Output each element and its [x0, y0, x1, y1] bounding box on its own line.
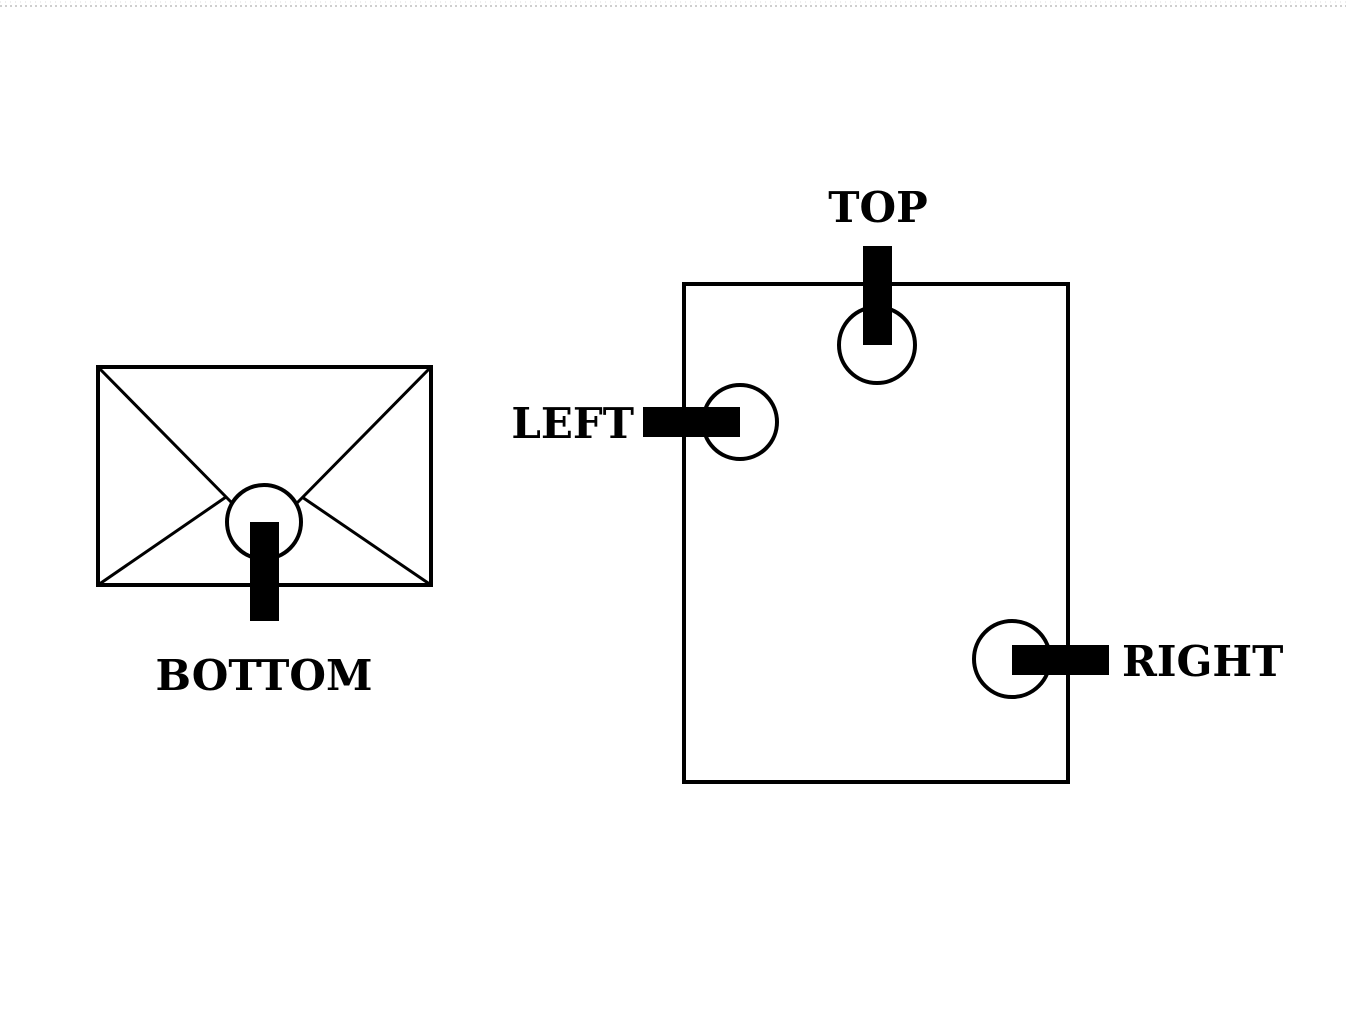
- envelope-flap-line-left-bottom: [97, 495, 227, 587]
- top-label: TOP: [828, 183, 927, 232]
- left-tab-bar: [643, 407, 740, 437]
- top-tab-bar: [863, 246, 892, 345]
- envelope-figure: BOTTOM: [96, 365, 433, 700]
- envelope-tab-bar: [250, 522, 279, 621]
- envelope-flap-line-left-top: [96, 365, 234, 505]
- bottom-label: BOTTOM: [156, 651, 373, 700]
- right-label: RIGHT: [1122, 637, 1283, 686]
- top-ruler: [0, 1, 1346, 7]
- envelope-flap-line-right-top: [295, 365, 433, 505]
- left-label: LEFT: [511, 399, 634, 448]
- envelope-flap-line-right-bottom: [301, 495, 432, 587]
- page-figure: TOP LEFT RIGHT: [511, 183, 1283, 784]
- right-tab-bar: [1012, 645, 1109, 675]
